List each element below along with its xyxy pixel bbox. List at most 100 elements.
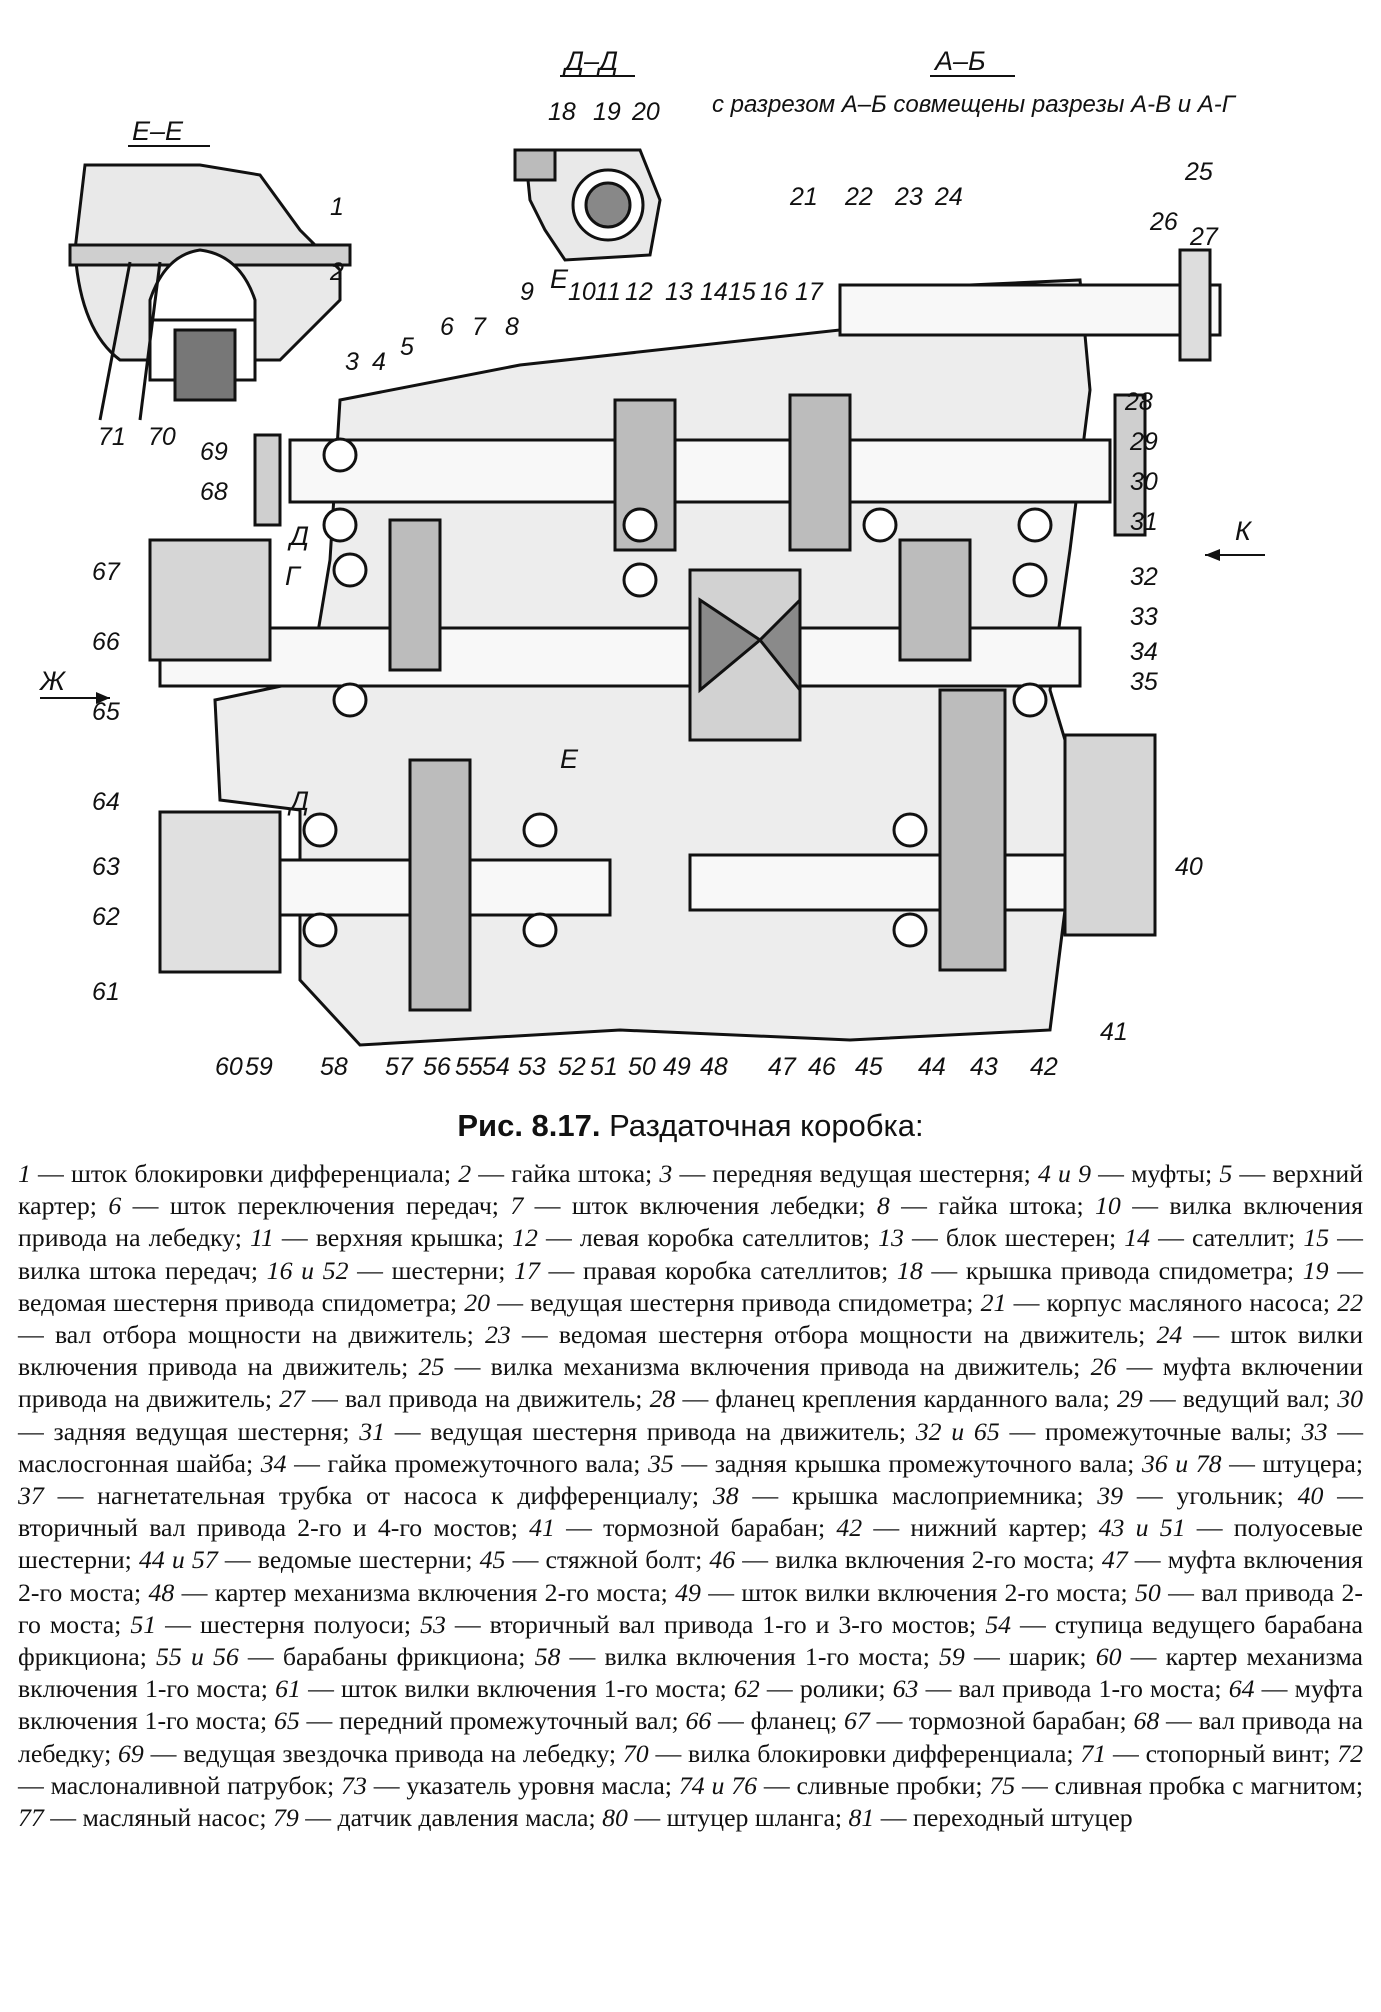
legend-item-text: — вал отбора мощности на движитель; bbox=[18, 1320, 485, 1350]
legend-item: 59 — шарик; bbox=[939, 1642, 1096, 1671]
legend-item: 73 — указатель уровня масла; bbox=[341, 1771, 679, 1800]
legend-item-text: — вал привода на движитель; bbox=[304, 1384, 650, 1414]
legend-item: 24 — шток вилки включения привода на дви… bbox=[18, 1320, 1363, 1381]
legend-item-number: 67 bbox=[844, 1706, 870, 1736]
legend-item: 6 — шток переключения передач; bbox=[108, 1191, 510, 1220]
legend-item-number: 49 bbox=[675, 1577, 701, 1607]
legend-item: 44 и 57 — ведомые шестерни; bbox=[139, 1545, 480, 1574]
legend-item: 64 — муфта включения 1-го моста; bbox=[18, 1674, 1363, 1735]
legend-item-number: 6 bbox=[108, 1191, 122, 1221]
callout-35: 35 bbox=[1130, 668, 1158, 696]
legend-item: 43 и 51 — полуосевые шестерни; bbox=[18, 1513, 1363, 1574]
legend-item-text: — шток вилки включения 2-го моста; bbox=[700, 1577, 1136, 1607]
callout-17: 17 bbox=[795, 278, 824, 306]
legend-item-text: — шток вилки включения привода на движит… bbox=[18, 1320, 1363, 1382]
legend-item: 42 — нижний картер; bbox=[836, 1513, 1098, 1542]
callout-6: 6 bbox=[440, 313, 454, 341]
legend-item-number: 43 и 51 bbox=[1098, 1513, 1186, 1543]
legend-item-text: — сливные пробки; bbox=[757, 1770, 990, 1800]
callout-67: 67 bbox=[92, 558, 121, 586]
legend-item-number: 10 bbox=[1095, 1191, 1121, 1221]
legend-item-text: — угольник; bbox=[1123, 1481, 1298, 1511]
callout-4: 4 bbox=[372, 348, 386, 376]
legend-item: 70 — вилка блокировки дифференциала; bbox=[623, 1739, 1081, 1768]
legend-item-text: — шток переключения передач; bbox=[121, 1191, 511, 1221]
legend-item: 7 — шток включения лебедки; bbox=[510, 1191, 877, 1220]
section-mark-d-top: Д bbox=[287, 521, 309, 551]
legend-item-text: — фланец; bbox=[711, 1706, 845, 1736]
callout-1: 1 bbox=[330, 193, 344, 221]
legend-item: 47 — муфта включения 2-го моста; bbox=[18, 1545, 1363, 1606]
legend-item-number: 34 bbox=[260, 1448, 287, 1478]
legend-item-number: 70 bbox=[622, 1738, 649, 1768]
legend-item: 31 — ведущая шестерня привода на движите… bbox=[359, 1417, 916, 1446]
callout-3: 3 bbox=[345, 348, 359, 376]
callout-10: 10 bbox=[568, 278, 596, 306]
legend-item-number: 28 bbox=[649, 1384, 676, 1414]
legend-item-number: 50 bbox=[1135, 1577, 1161, 1607]
legend-item: 72 — маслоналивной патрубок; bbox=[18, 1739, 1363, 1800]
figure-caption: Рис. 8.17. Раздаточная коробка: bbox=[0, 1108, 1381, 1144]
legend-item-text: — передняя ведущая шестерня; bbox=[672, 1159, 1038, 1188]
legend-item-number: 71 bbox=[1080, 1738, 1107, 1768]
legend-item-text: — ведущая шестерня привода спидометра; bbox=[490, 1287, 981, 1317]
legend-item-text: — ведущий вал; bbox=[1142, 1384, 1338, 1414]
legend-item-text: — ступица ведущего барабана фрикциона; bbox=[18, 1609, 1364, 1672]
callout-46: 46 bbox=[808, 1053, 836, 1081]
legend-item: 26 — муфта включении привода на движител… bbox=[18, 1352, 1363, 1413]
legend-item: 65 — передний промежуточный вал; bbox=[274, 1706, 686, 1735]
callout-66: 66 bbox=[92, 628, 120, 656]
legend-item-number: 44 и 57 bbox=[138, 1545, 218, 1575]
legend-item: 48 — картер механизма включения 2-го мос… bbox=[148, 1578, 675, 1607]
legend-item-number: 8 bbox=[876, 1191, 890, 1221]
legend-item-number: 51 bbox=[130, 1609, 157, 1639]
legend-item-number: 2 bbox=[458, 1159, 472, 1188]
legend-item-text: — переходный штуцер bbox=[874, 1803, 1133, 1833]
legend-item: 34 — гайка промежуточного вала; bbox=[261, 1449, 648, 1478]
legend-item: 71 — стопорный винт; bbox=[1080, 1739, 1337, 1768]
callout-26: 26 bbox=[1149, 208, 1178, 236]
inset-dd bbox=[513, 148, 662, 262]
legend-item-text: — тормозной барабан; bbox=[869, 1706, 1134, 1736]
legend-item: 58 — вилка включения 1-го моста; bbox=[535, 1642, 939, 1671]
callout-54: 54 bbox=[482, 1053, 510, 1081]
legend-item-text: — шестерни; bbox=[348, 1255, 515, 1285]
legend-item-number: 41 bbox=[529, 1513, 555, 1543]
legend-item: 81 — переходный штуцер bbox=[849, 1803, 1133, 1832]
legend-item-text: — сливная пробка с магнитом; bbox=[1015, 1770, 1364, 1800]
callout-23: 23 bbox=[894, 183, 923, 211]
legend-item-text: — шток блокировки дифференциала; bbox=[30, 1159, 459, 1188]
legend-item-number: 81 bbox=[848, 1803, 875, 1833]
legend-item-text: — фланец крепления карданного вала; bbox=[675, 1384, 1117, 1414]
callout-60: 60 bbox=[215, 1053, 243, 1081]
legend-item-text: — муфта включения 1-го моста; bbox=[18, 1674, 1363, 1736]
legend-item-text: — гайка штока; bbox=[471, 1159, 660, 1188]
legend-item: 33 — маслосгонная шайба; bbox=[18, 1417, 1363, 1478]
callout-29: 29 bbox=[1129, 428, 1158, 456]
legend-item-number: 80 bbox=[602, 1803, 628, 1833]
legend-item-number: 45 bbox=[479, 1545, 506, 1575]
view-mark-k: К bbox=[1235, 516, 1253, 546]
legend-item-text: — вилка блокировки дифференциала; bbox=[648, 1738, 1081, 1768]
legend-item-number: 64 bbox=[1228, 1674, 1255, 1704]
legend-item-number: 74 и 76 bbox=[678, 1770, 758, 1800]
legend-item: 49 — шток вилки включения 2-го моста; bbox=[675, 1578, 1135, 1607]
legend-item: 60 — картер механизма включения 1-го мос… bbox=[18, 1642, 1363, 1703]
legend-item: 75 — сливная пробка с магнитом; bbox=[989, 1771, 1363, 1800]
legend-item-text: — вилка включения 2-го моста; bbox=[735, 1545, 1102, 1575]
legend-item-number: 18 bbox=[896, 1255, 923, 1285]
callout-51: 51 bbox=[590, 1053, 618, 1081]
callout-7: 7 bbox=[472, 313, 487, 341]
callout-68: 68 bbox=[200, 478, 228, 506]
legend-item-number: 61 bbox=[275, 1674, 301, 1704]
legend-item: 67 — тормозной барабан; bbox=[844, 1706, 1133, 1735]
legend-item-text: — картер механизма включения 1-го моста; bbox=[18, 1642, 1363, 1704]
legend-item-number: 55 и 56 bbox=[156, 1642, 239, 1672]
callout-27: 27 bbox=[1189, 223, 1219, 251]
callout-47: 47 bbox=[768, 1053, 797, 1081]
callout-71: 71 bbox=[98, 423, 126, 451]
legend-item-number: 11 bbox=[249, 1223, 274, 1253]
legend-item-number: 58 bbox=[534, 1642, 561, 1672]
callout-50: 50 bbox=[628, 1053, 656, 1081]
